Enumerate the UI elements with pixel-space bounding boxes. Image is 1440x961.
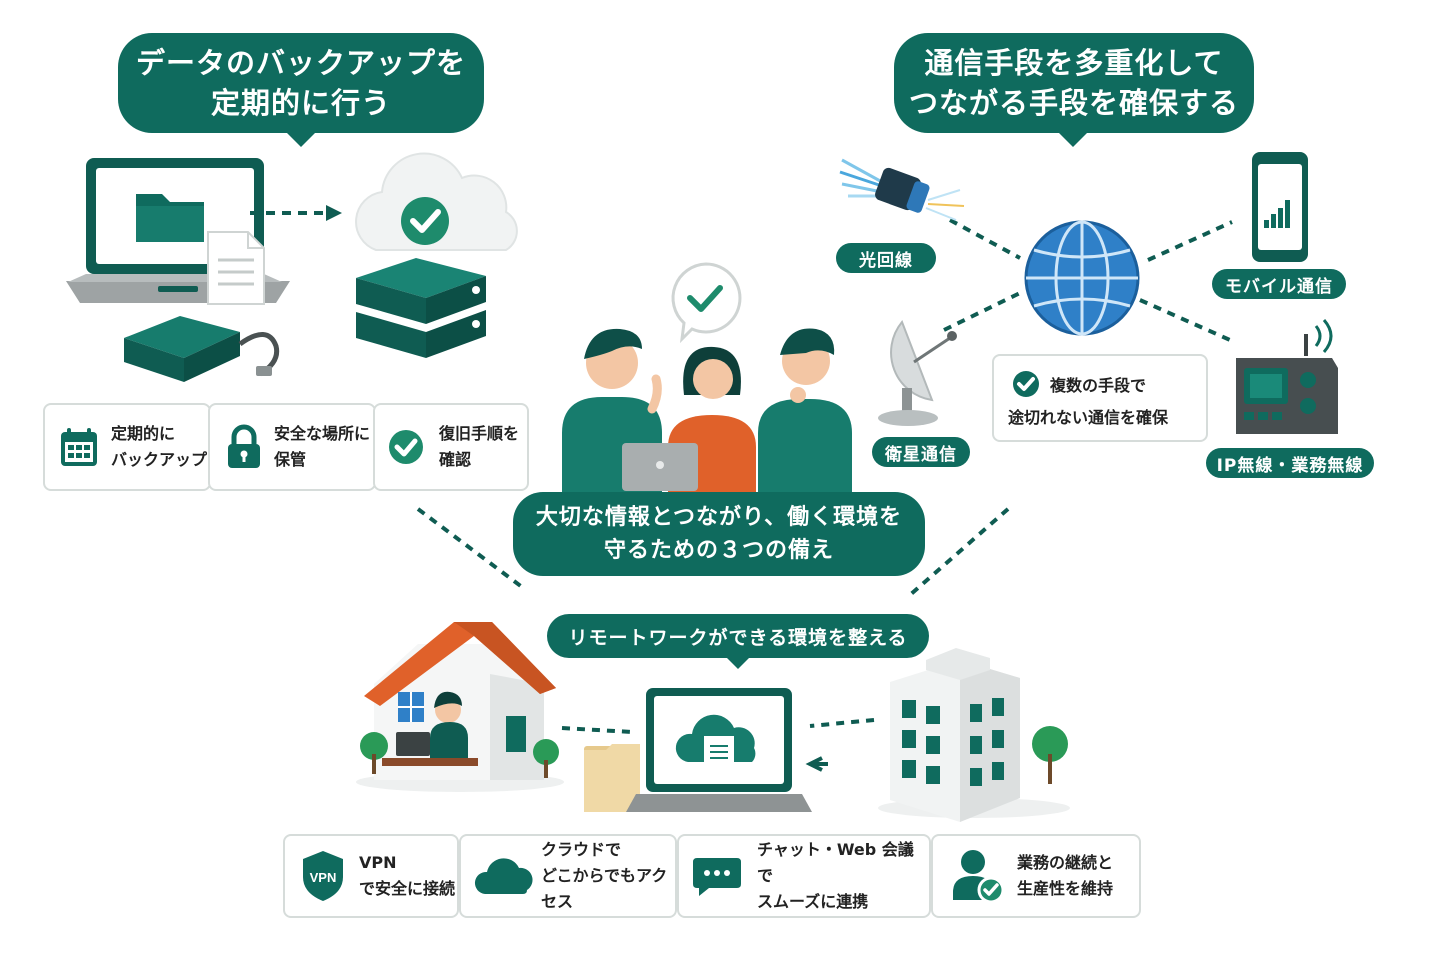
vpn-badge-text: VPN bbox=[310, 870, 337, 885]
remote-card-vpn-line1: VPN bbox=[359, 853, 397, 872]
connector-left bbox=[416, 507, 524, 589]
connector-office-laptop bbox=[805, 718, 875, 772]
fiber-cable-illustration bbox=[839, 158, 965, 221]
cloud-icon bbox=[474, 858, 533, 894]
backup-title-bubble: データのバックアップを 定期的に行う bbox=[118, 33, 484, 133]
smartphone-illustration bbox=[1252, 152, 1308, 262]
backup-title-line2: 定期的に行う bbox=[210, 86, 391, 120]
check-circle-icon bbox=[389, 430, 423, 464]
remote-card-continuity-line2: 生産性を維持 bbox=[1017, 879, 1114, 898]
center-title-line2: 守るための３つの備え bbox=[603, 538, 834, 563]
backup-bubble-tail bbox=[286, 132, 316, 147]
ip-radio-illustration bbox=[1236, 319, 1338, 434]
network-title-line1: 通信手段を多重化して bbox=[924, 46, 1224, 80]
backup-card-storage-line1: 安全な場所に bbox=[274, 424, 371, 443]
laptop-cloud-illustration bbox=[584, 688, 812, 812]
external-drive-illustration bbox=[124, 316, 280, 382]
globe-icon bbox=[1024, 220, 1140, 336]
remote-card-chat: チャット・Web 会議で スムーズに連携 bbox=[677, 834, 931, 918]
cloud-backup-illustration bbox=[355, 152, 518, 251]
network-note-card: 複数の手段で 途切れない通信を確保 bbox=[992, 354, 1208, 442]
speech-check-icon bbox=[671, 262, 742, 344]
backup-card-storage: 安全な場所に 保管 bbox=[208, 403, 376, 491]
calendar-icon bbox=[61, 428, 97, 466]
remote-card-cloud-line2: どこからでもアクセス bbox=[541, 866, 668, 911]
network-title-line2: つながる手段を確保する bbox=[908, 86, 1239, 120]
backup-title-line1: データのバックアップを bbox=[135, 46, 466, 80]
backup-card-schedule-line2: バックアップ bbox=[111, 450, 208, 469]
remote-card-cloud: クラウドで どこからでもアクセス bbox=[459, 834, 677, 918]
lock-icon bbox=[228, 424, 260, 468]
network-bubble-tail bbox=[1058, 132, 1088, 147]
user-check-icon bbox=[953, 850, 1005, 904]
backup-card-storage-line2: 保管 bbox=[274, 450, 307, 469]
server-illustration bbox=[356, 258, 486, 358]
label-mobile: モバイル通信 bbox=[1212, 269, 1346, 299]
network-note-line2: 途切れない通信を確保 bbox=[1008, 408, 1169, 427]
backup-arrow bbox=[250, 205, 342, 221]
backup-card-recovery: 復旧手順を 確認 bbox=[373, 403, 529, 491]
network-connectors bbox=[943, 218, 1233, 342]
remote-card-vpn: VPN VPN で安全に接続 bbox=[283, 834, 459, 918]
chat-icon bbox=[693, 858, 741, 896]
note-check-icon bbox=[1013, 371, 1039, 397]
label-fiber: 光回線 bbox=[836, 243, 936, 273]
remote-card-chat-line2: スムーズに連携 bbox=[757, 892, 869, 911]
remote-card-vpn-line2: で安全に接続 bbox=[359, 879, 456, 898]
center-title-line1: 大切な情報とつながり、働く環境を bbox=[535, 505, 903, 530]
backup-card-recovery-line2: 確認 bbox=[439, 450, 472, 469]
vpn-shield-icon: VPN bbox=[303, 851, 343, 901]
home-office-illustration bbox=[356, 622, 564, 792]
remote-card-continuity: 業務の継続と 生産性を維持 bbox=[931, 834, 1141, 918]
remote-bubble-tail bbox=[726, 657, 750, 669]
label-satellite: 衛星通信 bbox=[872, 437, 970, 467]
backup-card-recovery-line1: 復旧手順を bbox=[439, 424, 520, 443]
remote-card-continuity-line1: 業務の継続と bbox=[1017, 853, 1114, 872]
satellite-dish-illustration bbox=[878, 320, 957, 426]
label-radio: IP無線・業務無線 bbox=[1206, 448, 1374, 478]
remote-title: リモートワークができる環境を整える bbox=[568, 626, 908, 649]
connector-home-laptop bbox=[561, 726, 633, 734]
document-icon bbox=[207, 231, 265, 305]
remote-card-chat-line1: チャット・Web 会議で bbox=[757, 840, 914, 885]
network-title-bubble: 通信手段を多重化して つながる手段を確保する bbox=[894, 33, 1254, 133]
remote-title-bubble: リモートワークができる環境を整える bbox=[547, 614, 929, 658]
network-note-line1: 複数の手段で bbox=[1050, 376, 1147, 395]
team-people-illustration bbox=[562, 328, 852, 493]
office-building-illustration bbox=[878, 648, 1070, 822]
center-title-bubble: 大切な情報とつながり、働く環境を 守るための３つの備え bbox=[513, 492, 925, 576]
backup-card-schedule-line1: 定期的に bbox=[111, 424, 176, 443]
remote-card-cloud-line1: クラウドで bbox=[541, 840, 622, 859]
backup-card-schedule: 定期的に バックアップ bbox=[43, 403, 211, 491]
connector-right bbox=[908, 507, 1010, 597]
